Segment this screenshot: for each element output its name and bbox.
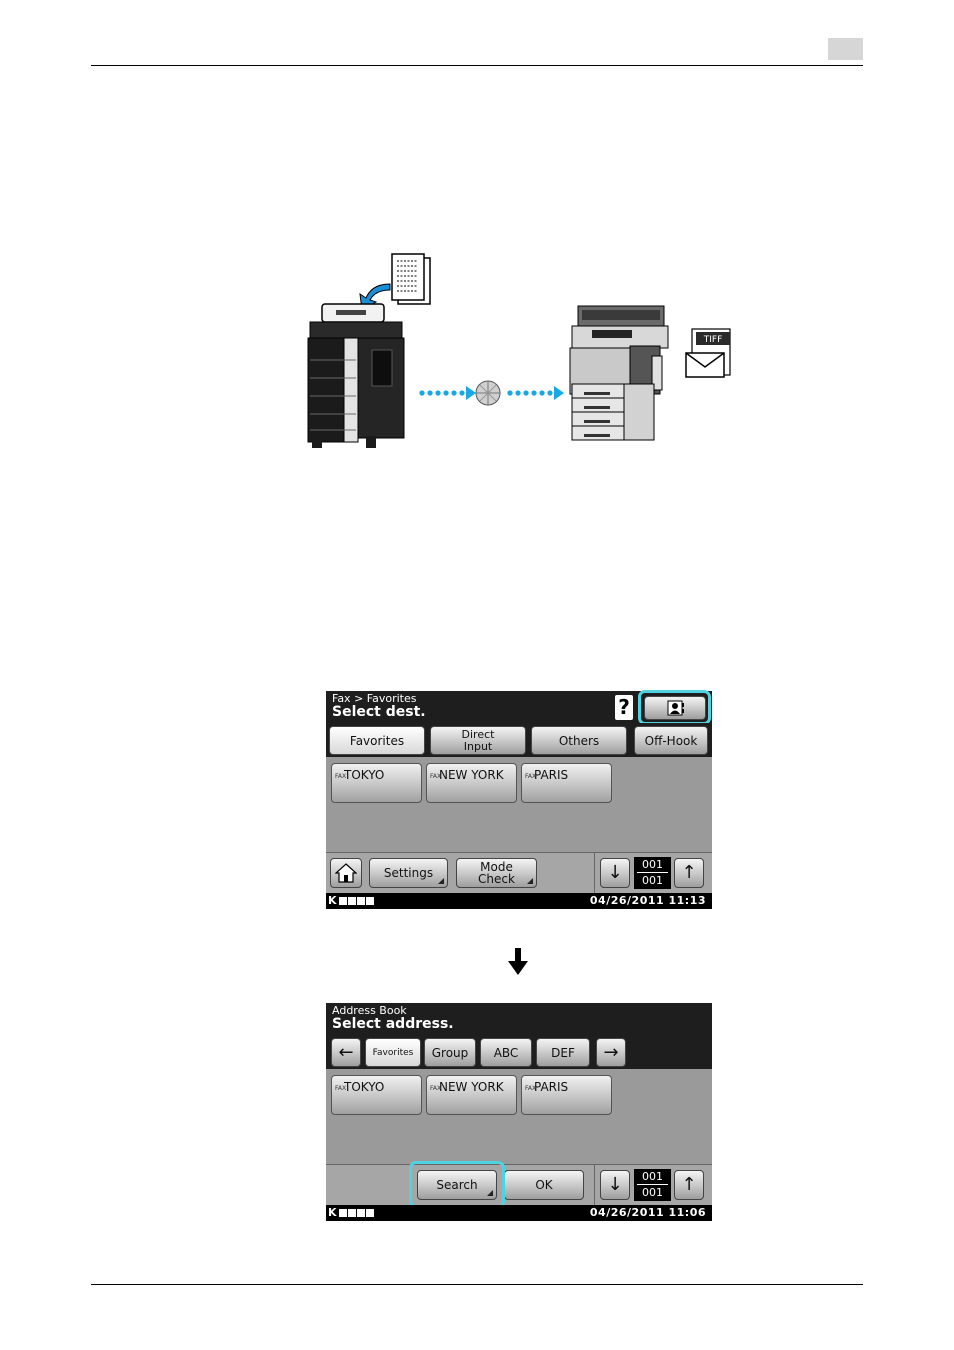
toner-label: K — [328, 1206, 337, 1219]
address-book-screen: Address Book Select address. ← Favorites… — [326, 1003, 712, 1221]
help-icon: ? — [618, 695, 630, 719]
tab-label: ABC — [494, 1047, 519, 1059]
tab-scroll-left[interactable]: ← — [331, 1038, 361, 1067]
status-bar: K 04/26/2011 11:13 — [326, 893, 712, 909]
tiff-email-icon: TIFF — [686, 329, 730, 377]
tab-label: Favorites — [350, 735, 404, 747]
network-globe-icon — [476, 381, 500, 405]
tab-def[interactable]: DEF — [536, 1038, 590, 1067]
tab-label: DEF — [551, 1047, 575, 1059]
tab-favorites[interactable]: Favorites — [365, 1038, 421, 1067]
toner-gauge — [339, 897, 347, 905]
total-pages: 001 — [634, 1186, 671, 1199]
bottom-bar: Search OK ↓ 001 001 ↑ — [326, 1164, 712, 1205]
tab-group[interactable]: Group — [424, 1038, 476, 1067]
tab-label: Group — [432, 1047, 469, 1059]
date-time: 04/26/2011 11:06 — [590, 1206, 706, 1219]
tab-direct-input[interactable]: Direct Input — [430, 726, 526, 755]
toner-gauge — [348, 897, 356, 905]
fax-favorites-screen: Fax > Favorites Select dest. ? Favorites… — [326, 691, 712, 909]
destination-name: TOKYO — [344, 1080, 384, 1094]
toner-gauge — [357, 1209, 365, 1217]
destination-name: PARIS — [534, 1080, 568, 1094]
tab-label: Favorites — [373, 1047, 414, 1059]
fax-tag: FAX — [525, 1086, 531, 1092]
home-icon — [335, 863, 357, 883]
toner-gauge — [348, 1209, 356, 1217]
mode-check-button[interactable]: Mode Check — [456, 858, 537, 888]
page-up-button[interactable]: ↑ — [674, 858, 704, 888]
destination-name: PARIS — [534, 768, 568, 782]
page-down-button[interactable]: ↓ — [600, 1170, 630, 1200]
bottom-bar: Settings Mode Check ↓ 001 001 ↑ — [326, 852, 712, 893]
fax-tag: FAX — [430, 1086, 436, 1092]
page-counter: 001 001 — [634, 857, 671, 889]
home-button[interactable] — [330, 858, 362, 888]
toner-gauge — [366, 897, 374, 905]
help-button[interactable]: ? — [615, 695, 633, 720]
search-highlight — [409, 1161, 505, 1208]
index-tab-bar: ← Favorites Group ABC DEF → — [326, 1035, 712, 1069]
button-label: Off-Hook — [645, 735, 698, 747]
title-bar: Address Book Select address. — [326, 1003, 712, 1035]
destination-name: TOKYO — [344, 768, 384, 782]
page-up-button[interactable]: ↑ — [674, 1170, 704, 1200]
fax-tag: FAX — [335, 774, 341, 780]
total-pages: 001 — [634, 874, 671, 887]
address-book-highlight — [638, 690, 711, 725]
fax-tag: FAX — [335, 1086, 341, 1092]
tiff-label: TIFF — [703, 335, 723, 345]
button-label: OK — [535, 1179, 552, 1191]
date-time: 04/26/2011 11:13 — [590, 894, 706, 907]
toner-label: K — [328, 894, 337, 907]
destination-name: NEW YORK — [439, 768, 504, 782]
header-rule — [91, 65, 863, 66]
screen-instruction: Select address. — [332, 1016, 454, 1032]
destination-name: NEW YORK — [439, 1080, 504, 1094]
screen-instruction: Select dest. — [332, 704, 426, 720]
off-hook-button[interactable]: Off-Hook — [634, 726, 708, 755]
toner-gauge — [357, 897, 365, 905]
toner-gauge — [339, 1209, 347, 1217]
document-icon — [392, 254, 430, 304]
button-label: Settings — [384, 867, 433, 879]
status-bar: K 04/26/2011 11:06 — [326, 1205, 712, 1221]
tab-others[interactable]: Others — [531, 726, 627, 755]
page-down-button[interactable]: ↓ — [600, 858, 630, 888]
sending-mfp-icon — [308, 304, 404, 448]
page-counter: 001 001 — [634, 1169, 671, 1201]
fax-tag: FAX — [525, 774, 531, 780]
ok-button[interactable]: OK — [504, 1170, 584, 1200]
fax-tag: FAX — [430, 774, 436, 780]
page-number-box — [828, 38, 863, 60]
fax-transmission-illustration: TIFF — [300, 250, 740, 455]
tab-favorites[interactable]: Favorites — [329, 726, 425, 755]
down-arrow-icon — [508, 948, 528, 976]
current-page: 001 — [634, 1170, 671, 1183]
bottom-bar-divider — [594, 1165, 595, 1205]
receiving-mfp-icon — [570, 306, 668, 440]
tab-bar: Favorites Direct Input Others Off-Hook — [326, 723, 712, 757]
bottom-bar-divider — [594, 853, 595, 893]
tab-scroll-right[interactable]: → — [596, 1038, 626, 1067]
settings-button[interactable]: Settings — [369, 858, 448, 888]
tab-label: Others — [559, 735, 599, 747]
tab-abc[interactable]: ABC — [480, 1038, 532, 1067]
footer-rule — [91, 1284, 863, 1285]
toner-gauge — [366, 1209, 374, 1217]
button-label: Mode Check — [475, 861, 518, 885]
current-page: 001 — [634, 858, 671, 871]
tab-label: Direct Input — [451, 729, 505, 753]
